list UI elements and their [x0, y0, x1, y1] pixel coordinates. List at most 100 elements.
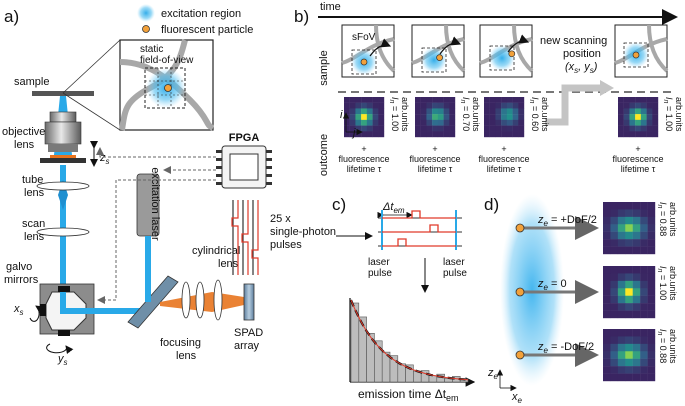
heatmap-pixel	[426, 131, 433, 138]
focus-label-1: focusing	[160, 337, 201, 349]
heatmap-pixel	[632, 358, 641, 367]
heatmap-pixel	[647, 231, 656, 240]
spad-array	[243, 283, 255, 321]
defocus-heatmap	[603, 266, 656, 319]
heatmap-pixel	[437, 125, 444, 132]
static-fov-label-1: static	[140, 44, 163, 55]
heatmap-pixel	[635, 119, 642, 126]
heatmap-pixel	[506, 102, 513, 109]
heatmap-pixel	[617, 366, 626, 374]
heatmap-pixel	[618, 102, 624, 109]
heatmap-pixel	[355, 119, 362, 126]
heatmap-pixel	[632, 239, 641, 247]
excitation-laser-label: excitation laser	[149, 167, 161, 241]
heatmap-pixel	[640, 280, 648, 289]
heatmap-pixel	[366, 119, 373, 126]
heatmap-pixel	[640, 216, 648, 225]
excitation-psf	[500, 194, 564, 386]
heatmap-pixel	[632, 202, 641, 210]
defocus-intensity: In = 1.00	[656, 266, 668, 300]
heatmap-pixel	[512, 102, 519, 109]
heatmap-pixel	[603, 288, 611, 296]
heatmap-pixel	[625, 303, 633, 311]
heatmap-pixel	[378, 108, 385, 115]
heatmap-pixel	[432, 119, 439, 126]
heatmap-pixel	[420, 97, 427, 103]
heatmap-pixel	[647, 343, 656, 352]
heatmap-pixel	[518, 119, 525, 126]
heatmap-pixel	[420, 131, 427, 138]
heatmap-pixel	[640, 351, 648, 359]
heatmap-pixel	[432, 108, 439, 115]
heatmap-pixel	[640, 303, 648, 311]
heatmap-pixel	[518, 102, 525, 109]
beam-laser	[145, 236, 151, 302]
defocus-label: ze = +DoF/2	[537, 214, 597, 228]
heatmap-pixel	[489, 97, 496, 103]
heatmap-pixel	[640, 108, 647, 115]
heatmap-pixel	[647, 351, 656, 359]
heatmap-pixel	[623, 131, 630, 138]
heatmap-pixel	[344, 97, 350, 103]
spad-label-2: array	[234, 340, 260, 352]
outcome-heatmap	[344, 97, 385, 138]
heatmap-pixel	[449, 108, 456, 115]
defocus-intensity: In = 0.88	[656, 202, 668, 236]
heatmap-pixel	[617, 209, 626, 218]
heatmap-pixel	[355, 108, 362, 115]
heatmap-pixel	[647, 288, 656, 296]
heatmap-pixel	[625, 373, 633, 382]
panel-label-d: d)	[484, 195, 499, 214]
heatmap-pixel	[618, 131, 624, 138]
defocus-heatmap	[603, 329, 656, 382]
heatmap-pixel	[372, 119, 379, 126]
sample-frames	[341, 24, 669, 78]
heatmap-pixel	[610, 216, 619, 225]
heatmap-pixel	[632, 280, 641, 289]
heatmap-pixel	[443, 125, 450, 132]
heatmap-pixel	[646, 131, 653, 138]
heatmap-pixel	[632, 351, 641, 359]
heatmap-pixel	[415, 119, 421, 126]
heatmap-pixel	[501, 97, 508, 103]
heatmap-pixel	[420, 108, 427, 115]
heatmap-pixel	[495, 125, 502, 132]
axis-i-label: i	[340, 109, 343, 121]
fpga-to-objective-arrow	[96, 147, 216, 158]
heatmap-pixel	[617, 216, 626, 225]
heatmap-pixel	[617, 303, 626, 311]
tube-label-1: tube	[22, 174, 43, 186]
heatmap-pixel	[647, 329, 656, 337]
heatmap-pixel	[610, 351, 619, 359]
lifetime-label: lifetime τ	[621, 164, 656, 174]
heatmap-pixel	[629, 102, 636, 109]
heatmap-pixel	[512, 108, 519, 115]
ys-label: ys	[57, 353, 68, 367]
scan-label-2: lens	[24, 231, 45, 243]
heatmap-pixel	[625, 280, 633, 289]
heatmap-pixel	[484, 125, 490, 132]
heatmap-pixel	[426, 97, 433, 103]
heatmap-pixel	[618, 114, 624, 121]
legend-particle-label: fluorescent particle	[161, 24, 253, 36]
heatmap-pixel	[610, 209, 619, 218]
hist-bar	[358, 316, 367, 383]
tube-label-2: lens	[24, 187, 45, 199]
heatmap-pixel	[640, 358, 648, 367]
lifetime-label: lifetime τ	[487, 164, 522, 174]
axis-j-label: j	[351, 127, 356, 139]
heatmap-pixel	[344, 131, 350, 138]
scan-label-1: scan	[22, 218, 45, 230]
fluorescent-particle	[436, 54, 443, 61]
defocus-label: ze = -DoF/2	[537, 341, 594, 355]
heatmap-pixel	[426, 119, 433, 126]
fluorescent-particle	[632, 51, 640, 59]
heatmap-pixel	[506, 119, 513, 126]
heatmap-pixel	[617, 273, 626, 282]
heatmap-pixel	[603, 310, 611, 319]
heatmap-pixel	[640, 273, 648, 282]
heatmap-pixel	[378, 125, 385, 132]
